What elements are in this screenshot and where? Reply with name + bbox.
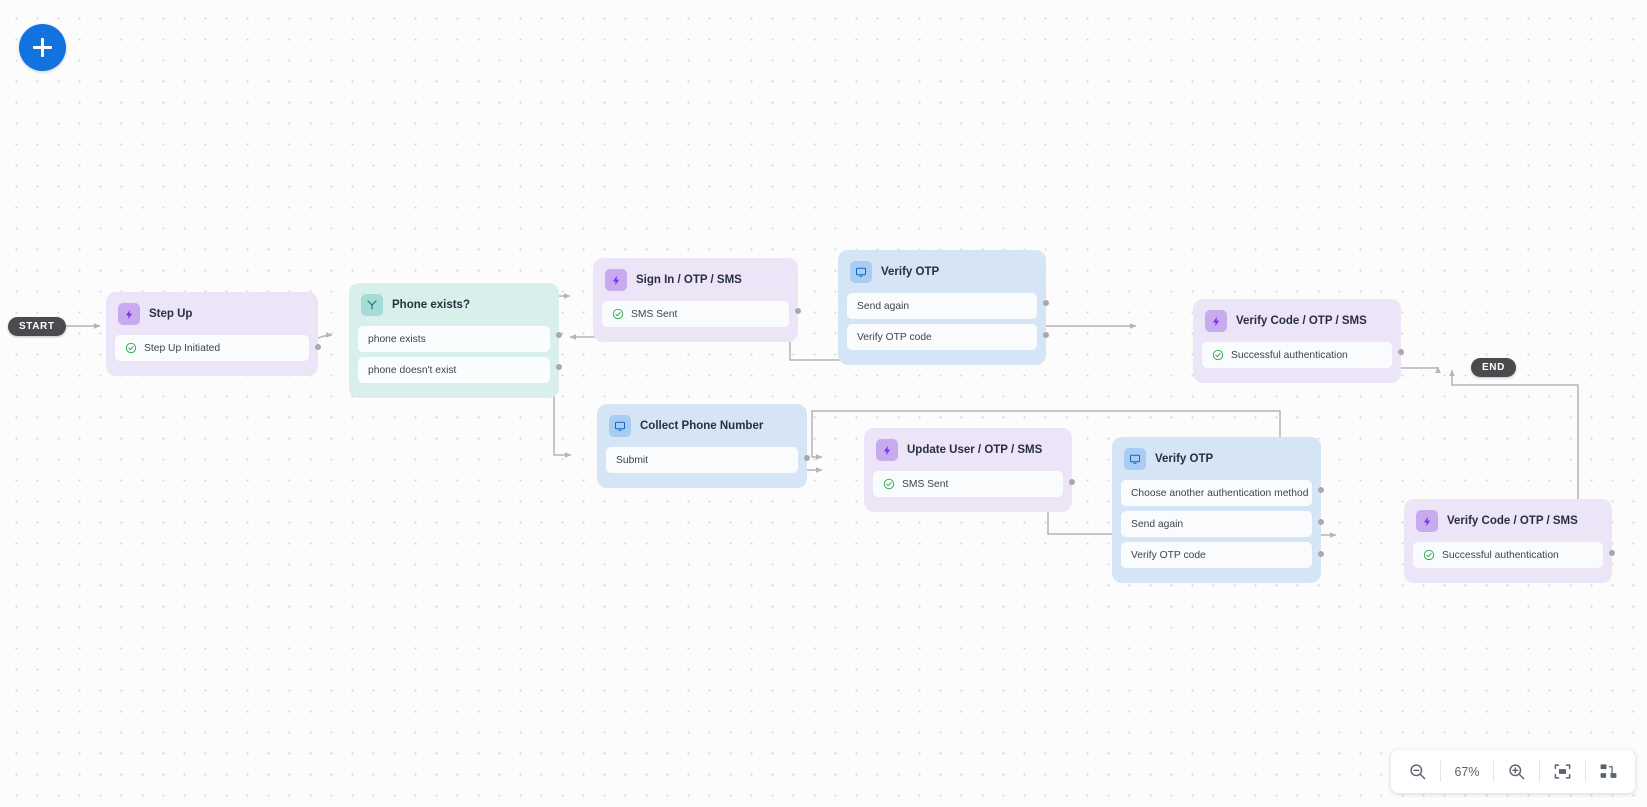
node-row[interactable]: Step Up Initiated bbox=[115, 335, 309, 361]
success-check-icon bbox=[612, 308, 624, 320]
fit-to-screen-button[interactable] bbox=[1540, 751, 1585, 792]
output-port-verify-code[interactable] bbox=[1318, 551, 1324, 557]
toolbar-divider bbox=[1539, 761, 1540, 782]
node-row[interactable]: Submit bbox=[606, 447, 798, 473]
node-header: Verify Code / OTP / SMS bbox=[1413, 508, 1603, 542]
node-header: Update User / OTP / SMS bbox=[873, 437, 1063, 471]
node-header: Verify OTP bbox=[1121, 446, 1312, 480]
bolt-icon bbox=[876, 439, 898, 461]
node-verify-code-otp-sms-bottom[interactable]: Verify Code / OTP / SMS Successful authe… bbox=[1404, 499, 1615, 583]
node-row-label: Step Up Initiated bbox=[144, 342, 221, 354]
screen-icon bbox=[850, 261, 872, 283]
success-check-icon bbox=[1423, 549, 1435, 561]
output-port-phone-missing[interactable] bbox=[556, 364, 562, 370]
zoom-out-button[interactable] bbox=[1395, 751, 1440, 792]
node-row-label: Successful authentication bbox=[1442, 549, 1559, 561]
node-row-label: phone exists bbox=[368, 333, 426, 345]
toolbar-divider bbox=[1440, 761, 1441, 782]
node-row-label: Send again bbox=[1131, 518, 1184, 530]
add-node-button[interactable] bbox=[19, 24, 66, 71]
node-row[interactable]: Successful authentication bbox=[1202, 342, 1392, 368]
branch-icon bbox=[361, 294, 383, 316]
output-port[interactable] bbox=[1609, 550, 1615, 556]
node-row-label: phone doesn't exist bbox=[368, 364, 457, 376]
screen-icon bbox=[609, 415, 631, 437]
node-row-label: Verify OTP code bbox=[857, 331, 932, 343]
node-row[interactable]: SMS Sent bbox=[602, 301, 789, 327]
output-port-phone-exists[interactable] bbox=[556, 332, 562, 338]
zoom-in-button[interactable] bbox=[1494, 751, 1539, 792]
bolt-icon bbox=[605, 269, 627, 291]
node-row-label: Successful authentication bbox=[1231, 349, 1348, 361]
node-header: Sign In / OTP / SMS bbox=[602, 267, 789, 301]
node-header: Step Up bbox=[115, 301, 309, 335]
start-terminal: START bbox=[8, 317, 66, 336]
node-verify-otp-top[interactable]: Verify OTP Send again Verify OTP code bbox=[838, 250, 1049, 365]
auto-layout-button[interactable] bbox=[1586, 751, 1631, 792]
zoom-level-display[interactable]: 67% bbox=[1441, 765, 1493, 779]
success-check-icon bbox=[1212, 349, 1224, 361]
node-row[interactable]: Successful authentication bbox=[1413, 542, 1603, 568]
node-collect-phone-number[interactable]: Collect Phone Number Submit bbox=[597, 404, 810, 488]
bolt-icon bbox=[1205, 310, 1227, 332]
node-row[interactable]: SMS Sent bbox=[873, 471, 1063, 497]
end-terminal: END bbox=[1471, 358, 1516, 377]
node-title: Verify Code / OTP / SMS bbox=[1447, 515, 1578, 527]
output-port[interactable] bbox=[795, 308, 801, 314]
node-row[interactable]: Send again bbox=[1121, 511, 1312, 537]
node-title: Sign In / OTP / SMS bbox=[636, 274, 742, 286]
success-check-icon bbox=[883, 478, 895, 490]
node-header: Verify OTP bbox=[847, 259, 1037, 293]
node-row[interactable]: Send again bbox=[847, 293, 1037, 319]
output-port[interactable] bbox=[804, 455, 810, 461]
output-port[interactable] bbox=[1069, 479, 1075, 485]
node-header: Phone exists? bbox=[358, 292, 550, 326]
plus-icon bbox=[33, 38, 52, 57]
node-row-label: Send again bbox=[857, 300, 910, 312]
node-row-label: SMS Sent bbox=[902, 478, 949, 490]
node-verify-otp-bottom[interactable]: Verify OTP Choose another authentication… bbox=[1112, 437, 1324, 583]
bolt-icon bbox=[1416, 510, 1438, 532]
toolbar-divider bbox=[1493, 761, 1494, 782]
node-title: Phone exists? bbox=[392, 299, 470, 311]
output-port-verify-code[interactable] bbox=[1043, 332, 1049, 338]
node-row-label: Submit bbox=[616, 454, 649, 466]
node-row-label: SMS Sent bbox=[631, 308, 678, 320]
bolt-icon bbox=[118, 303, 140, 325]
node-update-user-otp-sms[interactable]: Update User / OTP / SMS SMS Sent bbox=[864, 428, 1075, 512]
node-verify-code-otp-sms-top[interactable]: Verify Code / OTP / SMS Successful authe… bbox=[1193, 299, 1404, 383]
node-row-label: Choose another authentication method bbox=[1131, 487, 1309, 499]
output-port[interactable] bbox=[315, 344, 321, 350]
node-title: Verify Code / OTP / SMS bbox=[1236, 315, 1367, 327]
output-port[interactable] bbox=[1398, 349, 1404, 355]
node-header: Verify Code / OTP / SMS bbox=[1202, 308, 1392, 342]
node-phone-exists[interactable]: Phone exists? phone exists phone doesn't… bbox=[349, 283, 562, 398]
success-check-icon bbox=[125, 342, 137, 354]
toolbar-divider bbox=[1585, 761, 1586, 782]
node-title: Verify OTP bbox=[1155, 453, 1214, 465]
node-title: Step Up bbox=[149, 308, 193, 320]
node-title: Verify OTP bbox=[881, 266, 940, 278]
node-row[interactable]: Choose another authentication method bbox=[1121, 480, 1312, 506]
output-port-send-again[interactable] bbox=[1318, 519, 1324, 525]
node-step-up[interactable]: Step Up Step Up Initiated bbox=[106, 292, 321, 376]
node-row[interactable]: Verify OTP code bbox=[847, 324, 1037, 350]
output-port-choose-method[interactable] bbox=[1318, 487, 1324, 493]
node-sign-in-otp-sms[interactable]: Sign In / OTP / SMS SMS Sent bbox=[593, 258, 801, 342]
output-port-send-again[interactable] bbox=[1043, 300, 1049, 306]
node-row[interactable]: phone doesn't exist bbox=[358, 357, 550, 383]
node-row[interactable]: Verify OTP code bbox=[1121, 542, 1312, 568]
node-title: Collect Phone Number bbox=[640, 420, 764, 432]
node-title: Update User / OTP / SMS bbox=[907, 444, 1043, 456]
zoom-toolbar[interactable]: 67% bbox=[1391, 750, 1635, 793]
node-header: Collect Phone Number bbox=[606, 413, 798, 447]
node-row-label: Verify OTP code bbox=[1131, 549, 1206, 561]
node-row[interactable]: phone exists bbox=[358, 326, 550, 352]
screen-icon bbox=[1124, 448, 1146, 470]
